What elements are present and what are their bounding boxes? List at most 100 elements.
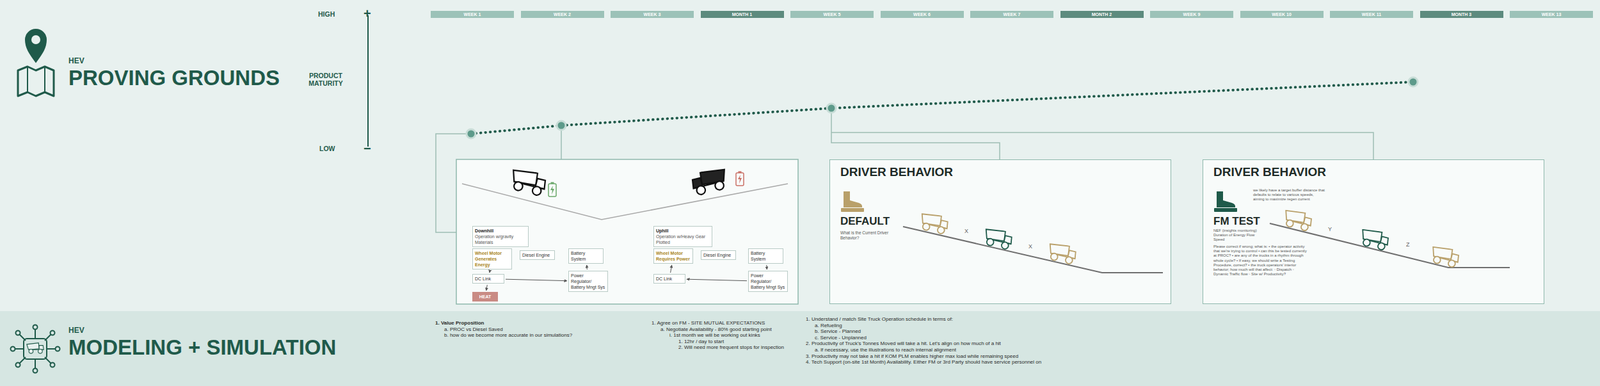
text-label: X	[964, 227, 969, 235]
timeline-label: WEEK 10	[1240, 10, 1324, 18]
scenario-panel: DRIVER BEHAVIORFM TESTwe likely have a t…	[1202, 159, 1545, 304]
component-box: DC Link	[472, 273, 505, 284]
box-label: Power Regulator/ Battery Mngt Sys	[570, 272, 606, 290]
box-label: Diesel Engine	[522, 252, 553, 258]
timeline-box: WEEK 6	[880, 10, 964, 18]
panel-note: we likely have a target buffer distance …	[1253, 188, 1325, 203]
box-label: DC Link	[656, 275, 683, 282]
text-label: HEV	[68, 326, 85, 336]
flow-arrow	[766, 264, 768, 270]
flow-arrow	[686, 279, 747, 281]
component-box: Diesel Engine	[519, 250, 555, 260]
timeline-box: MONTH 2	[1060, 10, 1144, 18]
timeline-box: WEEK 3	[610, 10, 694, 18]
timeline-box: WEEK 5	[790, 10, 874, 18]
heat-box: HEAT	[472, 291, 498, 302]
panel-note: Please correct if wrong; what is: • the …	[1213, 244, 1310, 277]
timeline-box: WEEK 13	[1509, 10, 1593, 18]
note-item: 1. Understand / match Site Truck Operati…	[805, 316, 1190, 323]
panel-note: NEF (insights monitoring) Duration of En…	[1213, 228, 1264, 243]
text-label: −	[363, 141, 372, 157]
timeline-label: WEEK 7	[970, 10, 1054, 18]
note-item: i. 1st month we will be working out kink…	[669, 332, 797, 339]
notes-column: 1. Value Propositiona. PROC vs Diesel Sa…	[435, 320, 628, 339]
text-label: PRODUCT MATURITY	[300, 71, 351, 88]
section-title: MODELING + SIMULATION	[68, 335, 336, 360]
component-box: Battery System	[568, 248, 604, 264]
flow-arrow	[670, 264, 672, 273]
text-label: +	[363, 6, 372, 22]
notes-column: 1. Agree on FM - SITE MUTUAL EXPECTATION…	[642, 320, 797, 351]
box-sublabel: Operation w/gravity Materials	[474, 233, 527, 246]
note-item: 3. Productivity may not take a hit if KO…	[805, 353, 1190, 360]
component-box: Power Regulator/ Battery Mngt Sys	[748, 270, 788, 292]
panel-subheading: DEFAULT	[840, 215, 890, 228]
notes-column: 1. Understand / match Site Truck Operati…	[805, 316, 1190, 366]
component-box: DownhillOperation w/gravity Materials	[472, 225, 529, 248]
component-box: Wheel Motor Requires Power	[653, 248, 694, 264]
note-item: 1. 12hr / day to start	[678, 338, 797, 345]
flow-arrow	[488, 270, 491, 273]
note-item: b. how do we become more accurate in our…	[444, 332, 628, 339]
text-label: HEV	[68, 56, 85, 66]
note-item: a. Negotiate Availability - 80% good sta…	[660, 326, 797, 333]
flow-arrow	[486, 284, 488, 291]
timeline-box: WEEK 9	[1150, 10, 1234, 18]
note-item: 1. Value Proposition	[435, 320, 628, 327]
panel-note: What is the Current Driver Behavior?	[840, 230, 905, 241]
note-item: 1. Agree on FM - SITE MUTUAL EXPECTATION…	[651, 320, 797, 327]
note-item: a. If necessary, use the illustrations t…	[814, 346, 1190, 354]
timeline-box: WEEK 1	[430, 10, 514, 18]
box-label: Downhill	[474, 227, 527, 234]
box-sublabel: Operation w/Heavy Gear Plotted	[656, 233, 710, 246]
timeline-box: MONTH 3	[1420, 10, 1504, 18]
note-item: a. Refueling	[814, 322, 1190, 329]
component-box: Power Regulator/ Battery Mngt Sys	[568, 270, 608, 292]
timeline-label: MONTH 2	[1060, 10, 1144, 18]
timeline-label: WEEK 1	[430, 10, 514, 18]
box-label: Power Regulator/ Battery Mngt Sys	[750, 272, 786, 290]
flow-arrow	[586, 264, 588, 270]
note-item: c. Service - Unplanned	[814, 334, 1190, 342]
box-label: Diesel Engine	[703, 252, 734, 258]
timeline-label: WEEK 5	[790, 10, 874, 18]
box-label: Battery System	[570, 250, 601, 262]
box-label: Uphill	[656, 227, 710, 234]
text-label: Y	[1328, 225, 1332, 233]
component-box: Diesel Engine	[700, 250, 736, 260]
box-label: Wheel Motor Generates Energy	[474, 250, 510, 268]
text-label: LOW	[319, 144, 336, 153]
timeline-box: MONTH 1	[700, 10, 784, 18]
timeline-label: WEEK 6	[880, 10, 964, 18]
note-item: 2. Productivity of Truck's Tonnes Moved …	[805, 340, 1190, 347]
text-label: X	[1028, 243, 1033, 250]
box-label: Wheel Motor Requires Power	[656, 250, 691, 262]
scenario-panel: DRIVER BEHAVIOR DEFAULT What is the Curren…	[829, 159, 1172, 304]
note-item: b. Service - Planned	[814, 328, 1190, 335]
box-label: Battery System	[750, 250, 781, 262]
component-box: Battery System	[748, 248, 784, 264]
timeline-label: WEEK 3	[610, 10, 694, 18]
component-box: Wheel Motor Generates Energy	[472, 248, 512, 270]
timeline-label: WEEK 9	[1150, 10, 1234, 18]
note-item: a. PROC vs Diesel Saved	[444, 326, 628, 333]
timeline-box: WEEK 10	[1240, 10, 1324, 18]
timeline-label: MONTH 1	[700, 10, 784, 18]
panel-heading: DRIVER BEHAVIOR	[1213, 165, 1327, 180]
timeline-label: WEEK 11	[1329, 10, 1414, 18]
timeline-box: WEEK 11	[1329, 10, 1414, 18]
flow-arrow	[505, 279, 568, 281]
text-label: HIGH	[318, 10, 335, 18]
component-box: DC Link	[653, 273, 686, 284]
box-label: HEAT	[474, 293, 496, 300]
component-box: UphillOperation w/Heavy Gear Plotted	[653, 225, 713, 248]
text-label: Z	[1406, 241, 1410, 248]
note-item: 4. Tech Support (on-site 1st Month) Avai…	[805, 359, 1190, 366]
panel-heading: DRIVER BEHAVIOR	[840, 165, 953, 180]
box-label: DC Link	[474, 275, 502, 282]
timeline-box: WEEK 2	[520, 10, 605, 18]
section-title: PROVING GROUNDS	[68, 65, 280, 91]
